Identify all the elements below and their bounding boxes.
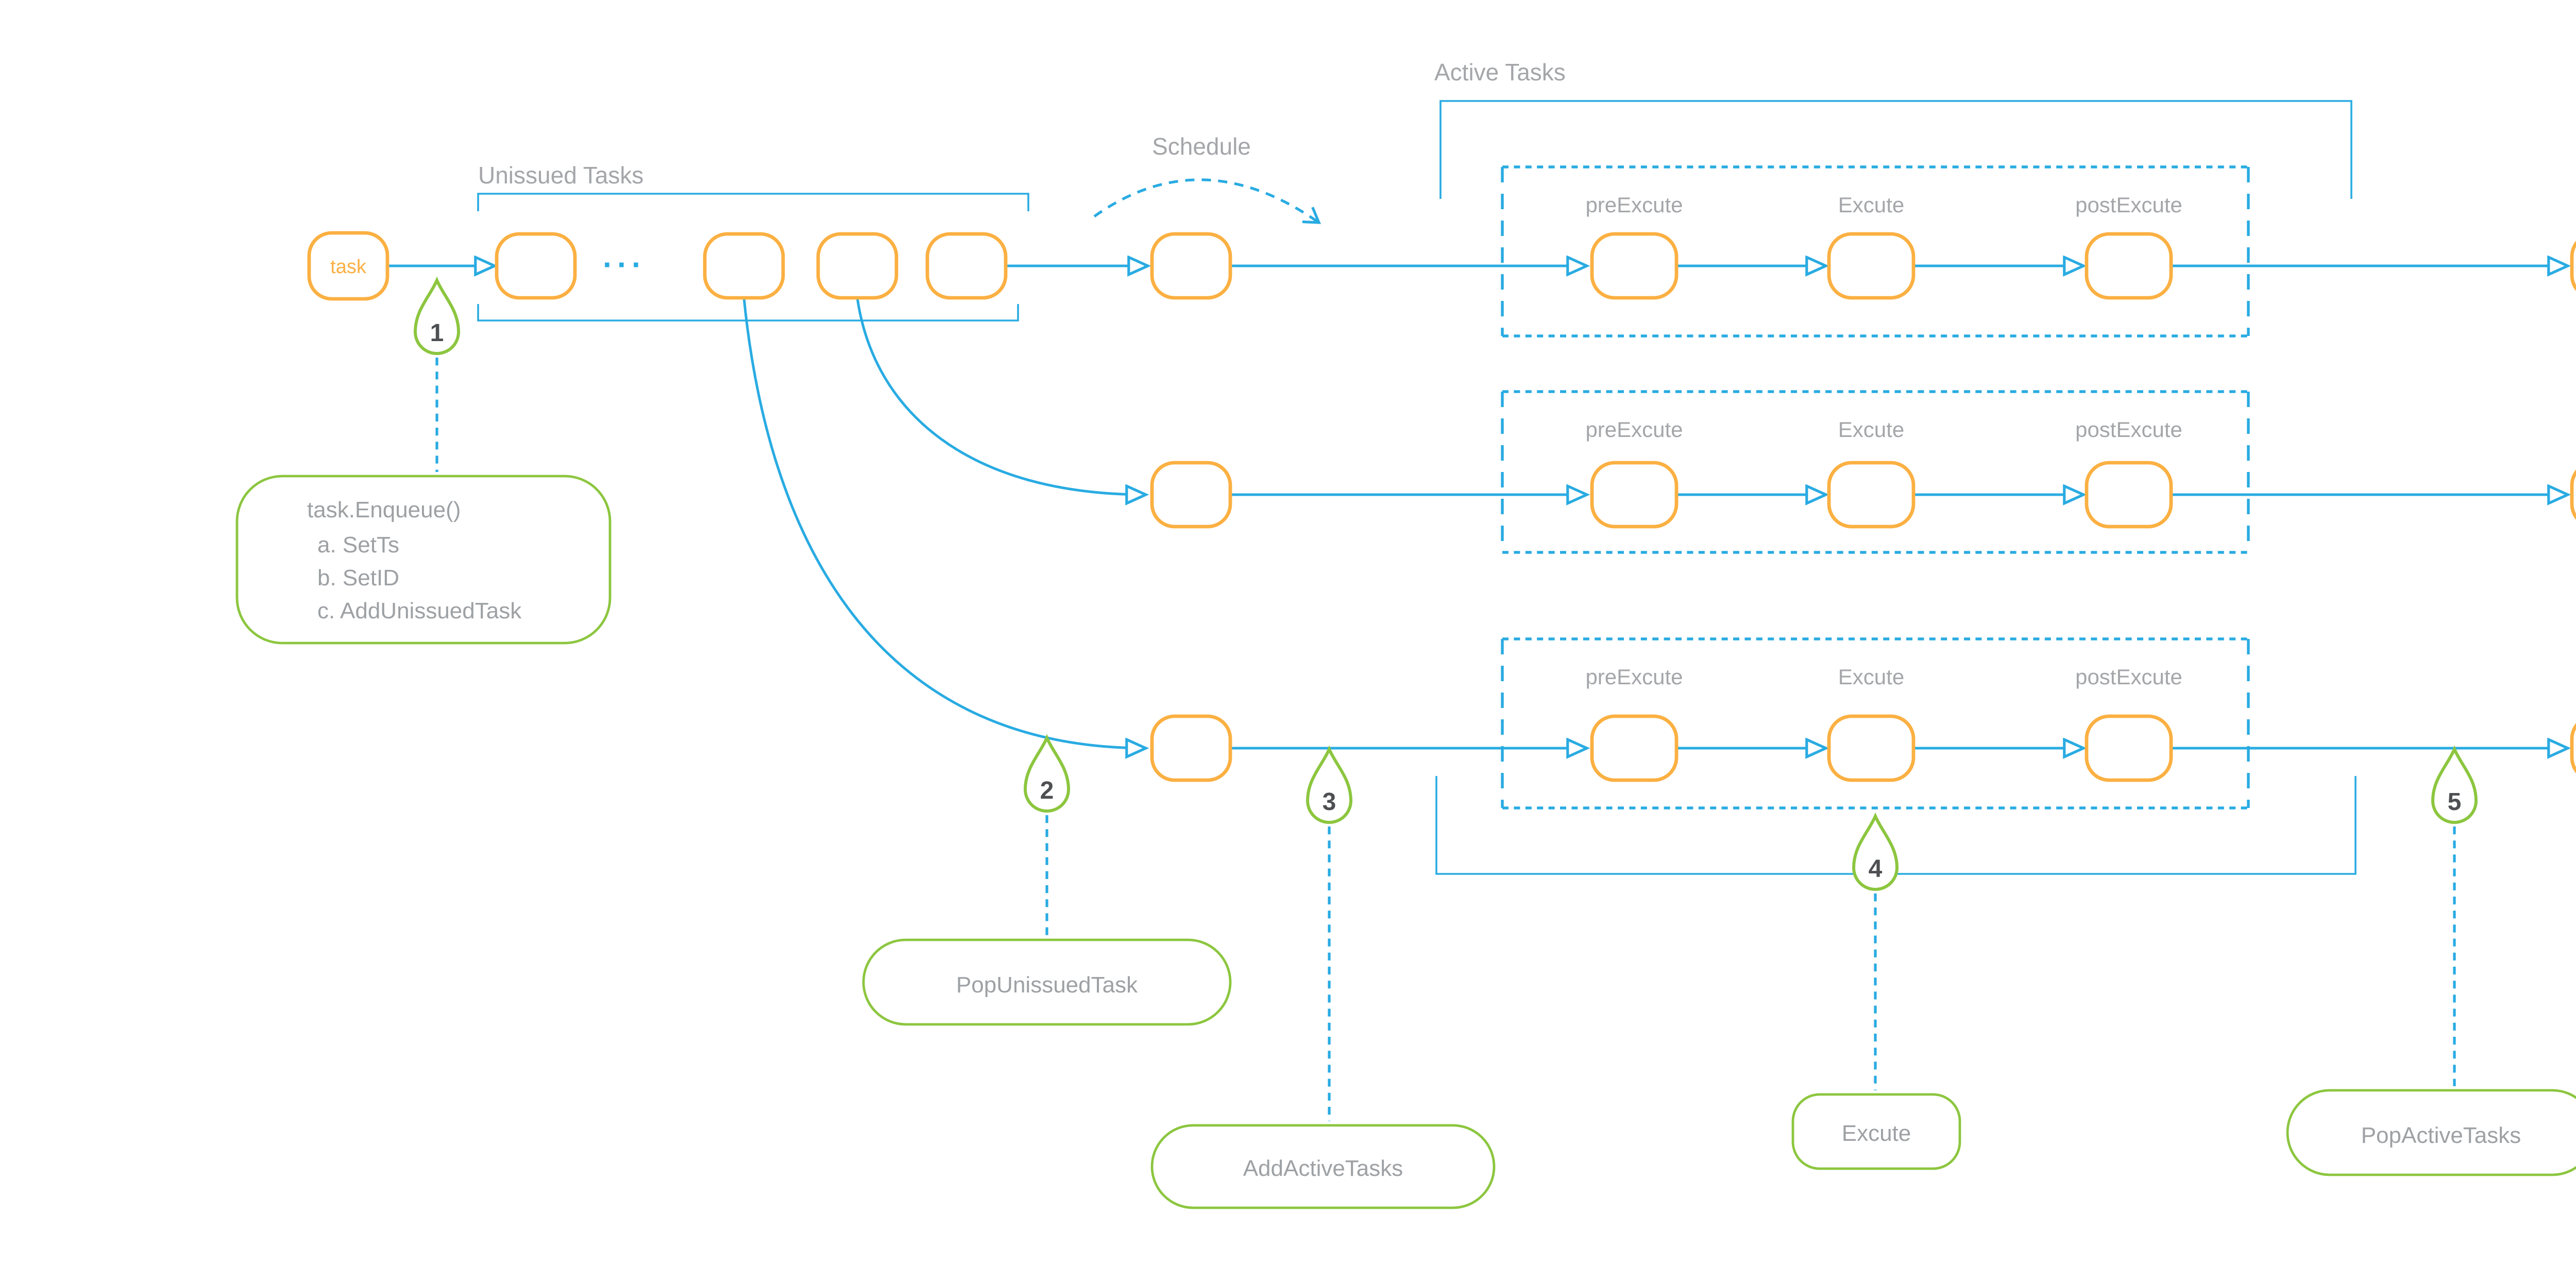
post-excute-label-row2: postExcute <box>2075 417 2182 442</box>
pre-excute-label-row2: preExcute <box>1585 417 1683 442</box>
callout-pop-active-tasks-label: PopActiveTasks <box>2361 1123 2521 1148</box>
pre-excute-node-row3 <box>1590 714 1679 782</box>
queue-node-1 <box>495 232 577 300</box>
excute-label-row1: Excute <box>1838 193 1904 217</box>
unissued-bracket-bottom <box>477 304 1019 322</box>
pre-excute-label-row3: preExcute <box>1585 665 1683 689</box>
end-node-row1 <box>2570 241 2576 291</box>
pre-excute-node-row1 <box>1590 232 1679 300</box>
post-excute-label-row1: postExcute <box>2075 193 2182 217</box>
callout-enqueue-line4: c. AddUnissuedTask <box>317 598 522 623</box>
schedule-node-row2 <box>1150 461 1232 529</box>
flow-arrows <box>387 266 2568 748</box>
marker-3-number: 3 <box>1323 788 1336 816</box>
excute-node-row3 <box>1827 714 1916 782</box>
excute-node-row1 <box>1827 232 1916 300</box>
curve-queue-to-row2 <box>856 297 1146 495</box>
active-pipeline-box-row1: preExcute Excute postExcute <box>1501 165 2250 338</box>
post-excute-node-row2 <box>2084 461 2173 529</box>
callout-enqueue <box>235 475 612 645</box>
schedule-node-row1 <box>1150 232 1232 300</box>
nodes: task ··· <box>307 231 2576 782</box>
active-pipeline-box-row3: preExcute Excute postExcute <box>1501 637 2250 809</box>
callout-excute-label: Excute <box>1842 1121 1911 1146</box>
end-node-row2 <box>2570 469 2576 520</box>
active-pipeline-box-row2: preExcute Excute postExcute <box>1501 390 2250 554</box>
schedule-annotation: Schedule <box>1093 133 1321 224</box>
task-node-label: task <box>330 256 367 278</box>
schedule-node-row3 <box>1150 714 1232 782</box>
schedule-arc-arrow <box>1093 178 1321 224</box>
pre-excute-node-row2 <box>1590 461 1679 529</box>
step-markers: 1 2 3 4 5 <box>415 280 2476 1121</box>
marker-2-number: 2 <box>1040 777 1054 804</box>
marker-1-number: 1 <box>430 319 444 347</box>
unissued-bracket-top <box>477 193 1029 211</box>
excute-label-row2: Excute <box>1838 417 1904 442</box>
curve-queue-to-row3 <box>742 297 1146 748</box>
callout-enqueue-line1: task.Enqueue() <box>307 497 461 522</box>
active-bracket-top <box>1439 100 2352 199</box>
excute-node-row2 <box>1827 461 1916 529</box>
callout-add-active-tasks-label: AddActiveTasks <box>1243 1156 1403 1181</box>
marker-4-number: 4 <box>1869 855 1883 883</box>
post-excute-node-row3 <box>2084 714 2173 782</box>
task-node <box>307 231 389 301</box>
callout-pop-unissued-task-label: PopUnissuedTask <box>956 972 1138 998</box>
callouts: task.Enqueue() a. SetTs b. SetID c. AddU… <box>235 475 2576 1209</box>
callout-pop-unissued-task <box>862 938 1232 1026</box>
callout-add-active-tasks <box>1150 1124 1496 1209</box>
queue-node-2 <box>703 232 785 300</box>
queue-ellipsis: ··· <box>603 247 646 282</box>
end-node-row3 <box>2570 723 2576 773</box>
marker-5-number: 5 <box>2448 788 2462 816</box>
callout-enqueue-line2: a. SetTs <box>317 532 399 558</box>
post-excute-node-row1 <box>2084 232 2173 300</box>
callout-excute <box>1791 1093 1961 1170</box>
callout-enqueue-line3: b. SetID <box>317 565 399 591</box>
post-excute-label-row3: postExcute <box>2075 665 2182 689</box>
unissued-tasks-section: Unissued Tasks <box>477 162 1029 322</box>
callout-pop-active-tasks <box>2286 1089 2576 1176</box>
pre-excute-label-row1: preExcute <box>1585 193 1683 217</box>
unissued-tasks-label: Unissued Tasks <box>478 162 643 189</box>
queue-node-3 <box>816 232 899 300</box>
active-tasks-label: Active Tasks <box>1434 59 1566 86</box>
schedule-label: Schedule <box>1152 133 1251 160</box>
queue-node-4 <box>925 232 1008 300</box>
excute-label-row3: Excute <box>1838 665 1904 689</box>
